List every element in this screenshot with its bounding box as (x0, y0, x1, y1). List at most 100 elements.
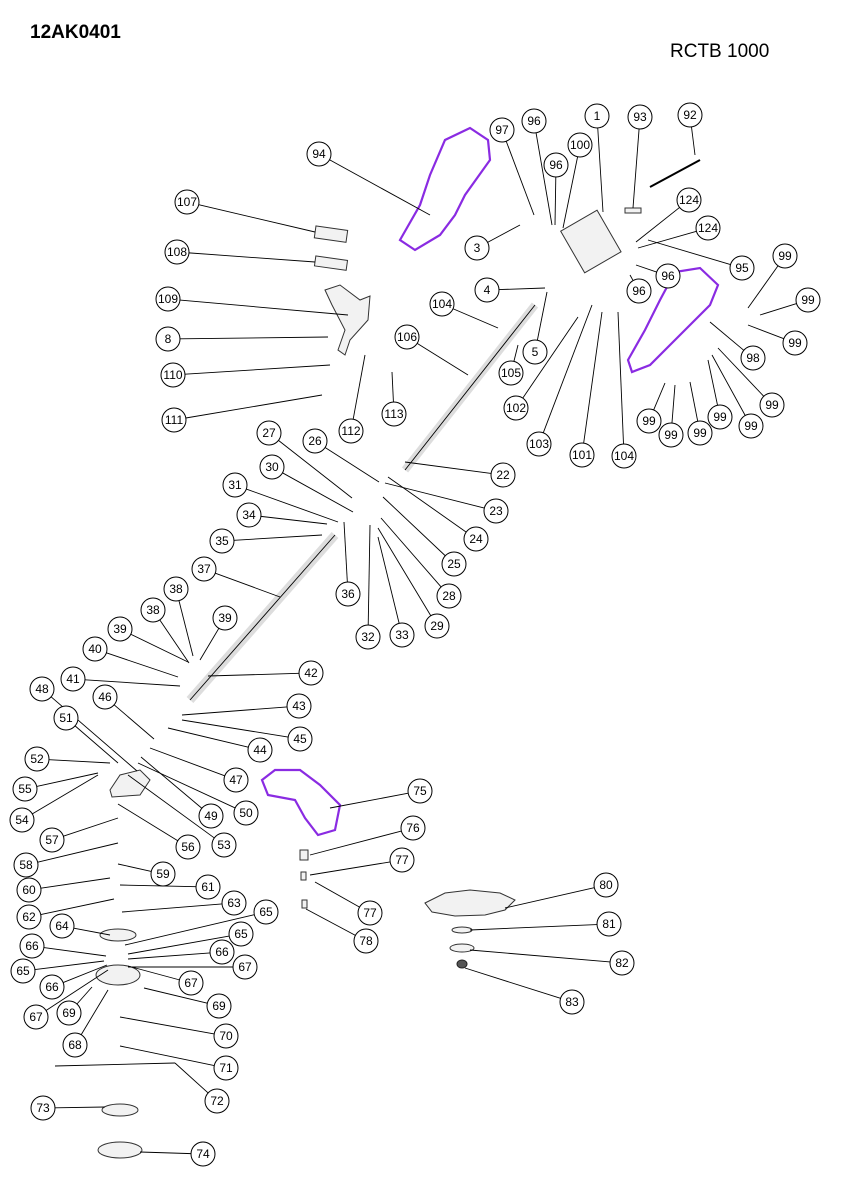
part-drawings (54, 126, 720, 1159)
callout-circle (676, 187, 702, 213)
leader-line (74, 725, 119, 764)
callout-circle (49, 913, 75, 939)
callout-circle (729, 255, 755, 281)
part-callout-41: 41 (60, 666, 86, 692)
leader-line (73, 927, 111, 936)
callout-circle (233, 800, 259, 826)
callout-circle (355, 624, 381, 650)
leader-line (329, 159, 431, 216)
part-callout-57: 57 (39, 827, 65, 853)
callout-circle (543, 152, 569, 178)
leader-line (637, 230, 697, 249)
callout-number: 104 (614, 449, 634, 463)
callout-number: 96 (661, 269, 675, 283)
callout-number: 69 (62, 1006, 76, 1020)
callout-circle (161, 407, 187, 433)
callout-number: 124 (698, 221, 718, 235)
leader-line (536, 291, 548, 341)
callout-circle (609, 950, 635, 976)
callout-circle (221, 890, 247, 916)
callout-number: 37 (197, 562, 211, 576)
callout-number: 36 (341, 587, 355, 601)
callout-number: 104 (432, 297, 452, 311)
callout-number: 31 (228, 478, 242, 492)
callout-number: 63 (227, 896, 241, 910)
callout-circle (429, 291, 455, 317)
callout-circle (82, 636, 108, 662)
callout-circle (436, 583, 462, 609)
leader-line (149, 747, 225, 777)
callout-number: 73 (36, 1101, 50, 1115)
leader-line (505, 141, 535, 216)
callout-number: 105 (501, 366, 521, 380)
callout-number: 99 (713, 410, 727, 424)
part-callout-69: 69 (206, 993, 232, 1019)
callout-circle (223, 767, 249, 793)
part-callout-38: 38 (140, 597, 166, 623)
callout-circle (10, 958, 36, 984)
callout-number: 96 (527, 114, 541, 128)
part-callout-96: 96 (626, 278, 652, 304)
part-callout-63: 63 (221, 890, 247, 916)
callout-circle (357, 900, 383, 926)
callout-circle (489, 117, 515, 143)
leader-line (278, 440, 353, 499)
leader-line (36, 772, 99, 787)
leader-line (309, 861, 391, 876)
part-callout-102: 102 (503, 395, 529, 421)
leader-line (188, 252, 316, 263)
part-callout-36: 36 (335, 581, 361, 607)
callout-circle (677, 102, 703, 128)
part-callout-58: 58 (13, 852, 39, 878)
part-callout-96: 96 (521, 108, 547, 134)
callout-circle (174, 189, 200, 215)
part-callout-111: 111 (161, 407, 187, 433)
part-callout-99: 99 (707, 404, 733, 430)
leader-line (404, 461, 492, 474)
callout-circle (627, 104, 653, 130)
leader-line (185, 394, 323, 419)
leader-line (309, 830, 402, 856)
part-callout-34: 34 (236, 502, 262, 528)
part-callout-110: 110 (160, 362, 186, 388)
callout-number: 52 (30, 752, 44, 766)
leader-line (504, 887, 595, 909)
callout-circle (19, 933, 45, 959)
callout-circle (389, 847, 415, 873)
part-callout-28: 28 (436, 583, 462, 609)
callout-number: 110 (163, 368, 182, 382)
leader-line (62, 964, 108, 983)
callout-circle (190, 1141, 216, 1167)
diagram-code: 12AK0401 (30, 22, 121, 43)
callout-number: 33 (395, 628, 409, 642)
part-callout-64: 64 (49, 913, 75, 939)
leader-line (583, 311, 603, 444)
callout-circle (335, 581, 361, 607)
leader-line (759, 303, 797, 316)
callout-circle (39, 827, 65, 853)
callout-circle (30, 1095, 56, 1121)
callout-number: 82 (615, 956, 629, 970)
callout-circle (107, 616, 133, 642)
leader-line (159, 619, 190, 664)
callout-circle (164, 239, 190, 265)
leader-line (469, 949, 611, 963)
part-callout-99: 99 (658, 422, 684, 448)
callout-number: 113 (384, 407, 403, 421)
part-callout-55: 55 (12, 776, 38, 802)
part-callout-66: 66 (39, 974, 65, 1000)
part-callout-74: 74 (190, 1141, 216, 1167)
part-callout-60: 60 (16, 877, 42, 903)
leader-line (179, 299, 349, 316)
leader-line (498, 287, 546, 291)
callout-number: 67 (184, 976, 198, 990)
callout-circle (163, 576, 189, 602)
callout-circle (160, 362, 186, 388)
leader-line (377, 527, 432, 616)
callout-number: 32 (361, 630, 375, 644)
part-callout-32: 32 (355, 624, 381, 650)
leader-line (617, 311, 624, 445)
part-callout-56: 56 (175, 834, 201, 860)
part-callout-38: 38 (163, 576, 189, 602)
callout-circle (522, 339, 548, 365)
